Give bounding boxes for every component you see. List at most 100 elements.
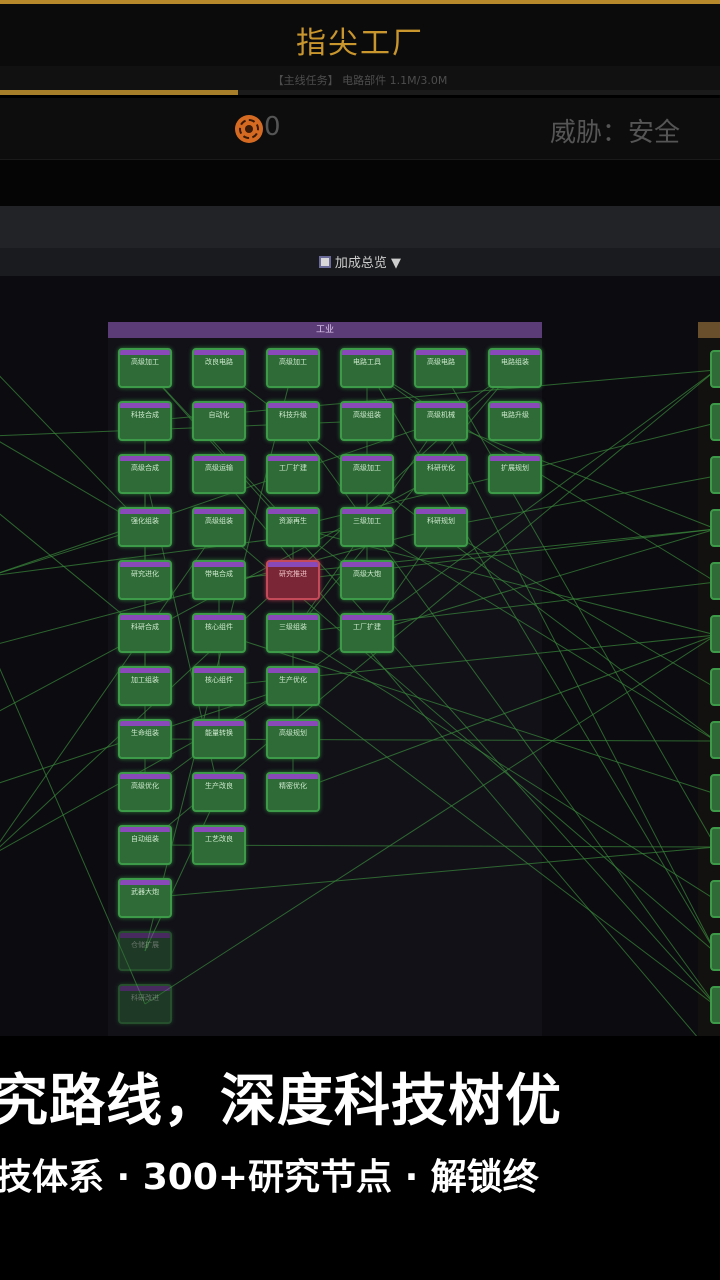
tech-node-label: 强化组装 [131, 517, 159, 525]
tech-node[interactable]: 电路升级 [488, 401, 542, 441]
tech-node-label: 工厂扩建 [279, 464, 307, 472]
tech-node[interactable]: 加工组装 [118, 666, 172, 706]
tech-node-cap [194, 350, 244, 355]
tech-node[interactable]: 高级电路 [414, 348, 468, 388]
tech-node-label: 生产改良 [205, 782, 233, 790]
tech-node[interactable]: 高级加工 [340, 454, 394, 494]
tech-node[interactable]: 科研合成 [118, 613, 172, 653]
tech-node[interactable]: 科研改进 [118, 984, 172, 1024]
tech-node-label: 生产优化 [279, 676, 307, 684]
tech-connector [292, 634, 717, 793]
tech-node-offscreen[interactable] [710, 509, 720, 547]
tech-node-offscreen[interactable] [710, 350, 720, 388]
tech-node-label: 高级加工 [353, 464, 381, 472]
tech-node[interactable]: 生命组装 [118, 719, 172, 759]
tech-node[interactable]: 能量转换 [192, 719, 246, 759]
tech-node-offscreen[interactable] [710, 403, 720, 441]
tech-node[interactable]: 电路工具 [340, 348, 394, 388]
tech-node[interactable]: 高级加工 [118, 348, 172, 388]
tech-node[interactable]: 工厂扩建 [266, 454, 320, 494]
tech-node[interactable]: 扩展规划 [488, 454, 542, 494]
tech-node[interactable]: 高级加工 [266, 348, 320, 388]
tech-node-offscreen[interactable] [710, 721, 720, 759]
tech-node-offscreen[interactable] [710, 774, 720, 812]
tech-connector [0, 420, 442, 574]
tech-node-cap [120, 403, 170, 408]
tech-node[interactable]: 电路组装 [488, 348, 542, 388]
tech-node-label: 扩展规划 [501, 464, 529, 472]
tech-node-cap [120, 986, 170, 991]
tech-node[interactable]: 科研规划 [414, 507, 468, 547]
tech-node[interactable]: 精密优化 [266, 772, 320, 812]
game-title: 指尖工厂 [296, 26, 424, 61]
tech-node-offscreen[interactable] [710, 986, 720, 1024]
tech-node[interactable]: 仓储扩展 [118, 931, 172, 971]
tech-node-label: 仓储扩展 [131, 941, 159, 949]
tech-node[interactable]: 高级组装 [192, 507, 246, 547]
tech-node[interactable]: 自动组装 [118, 825, 172, 865]
tech-node[interactable]: 科技升级 [266, 401, 320, 441]
tech-node[interactable]: 强化组装 [118, 507, 172, 547]
tech-node-label: 研究进化 [131, 570, 159, 578]
bonus-overview-dropdown[interactable]: 加成总览 ▼ [0, 252, 720, 271]
tech-node-offscreen[interactable] [710, 880, 720, 918]
tech-node[interactable]: 三级加工 [340, 507, 394, 547]
tech-connector [144, 846, 717, 899]
tech-node-label: 研究推进 [279, 570, 307, 578]
tech-node-offscreen[interactable] [710, 456, 720, 494]
tech-node[interactable]: 高级合成 [118, 454, 172, 494]
tech-connector [440, 420, 717, 530]
tech-connectors [0, 367, 717, 1036]
tech-node-cap [342, 562, 392, 567]
tech-node-label: 科研优化 [427, 464, 455, 472]
tech-node-cap [416, 403, 466, 408]
tech-node-cap [120, 880, 170, 885]
tech-node[interactable]: 核心组件 [192, 666, 246, 706]
tech-node-label: 电路工具 [353, 358, 381, 366]
tech-node[interactable]: 研究推进 [266, 560, 320, 600]
tech-node[interactable]: 资源再生 [266, 507, 320, 547]
tech-connector [292, 632, 717, 901]
tech-node[interactable]: 科技合成 [118, 401, 172, 441]
tech-node-offscreen[interactable] [710, 827, 720, 865]
tech-node-offscreen[interactable] [710, 933, 720, 971]
tech-node[interactable]: 带电合成 [192, 560, 246, 600]
main-quest-bar[interactable]: 【主线任务】 电路部件 1.1M/3.0M [0, 66, 720, 92]
tech-node-offscreen[interactable] [710, 615, 720, 653]
tech-node[interactable]: 高级规划 [266, 719, 320, 759]
tech-node-cap [342, 350, 392, 355]
tech-node-cap [194, 721, 244, 726]
tech-node-label: 高级机械 [427, 411, 455, 419]
tech-node[interactable]: 生产优化 [266, 666, 320, 706]
research-toolbar [0, 206, 720, 248]
tech-node[interactable]: 高级优化 [118, 772, 172, 812]
tech-node[interactable]: 工艺改良 [192, 825, 246, 865]
tech-node-cap [120, 509, 170, 514]
tech-node[interactable]: 核心组件 [192, 613, 246, 653]
tech-node[interactable]: 改良电路 [192, 348, 246, 388]
tech-node-label: 科研合成 [131, 623, 159, 631]
tech-node-cap [120, 933, 170, 938]
tech-node[interactable]: 高级运输 [192, 454, 246, 494]
tech-node-offscreen[interactable] [710, 668, 720, 706]
tech-node[interactable]: 高级大炮 [340, 560, 394, 600]
tech-tree-canvas[interactable]: 工业 高级加工改良电路高级加工电路工具高级电路电路组装科技合成自动化科技升级高级… [0, 276, 720, 1036]
tech-node[interactable]: 工厂扩建 [340, 613, 394, 653]
tech-node[interactable]: 高级机械 [414, 401, 468, 441]
tech-node[interactable]: 高级组装 [340, 401, 394, 441]
tech-node[interactable]: 武器大炮 [118, 878, 172, 918]
tech-node-label: 高级规划 [279, 729, 307, 737]
tech-node-cap [342, 509, 392, 514]
tech-node-cap [416, 350, 466, 355]
tech-node[interactable]: 三级组装 [266, 613, 320, 653]
tech-node[interactable]: 研究进化 [118, 560, 172, 600]
tech-node[interactable]: 生产改良 [192, 772, 246, 812]
tech-node-offscreen[interactable] [710, 562, 720, 600]
main-quest-text: 【主线任务】 电路部件 1.1M/3.0M [272, 74, 448, 87]
title-bar: 指尖工厂 [0, 4, 720, 66]
tech-node[interactable]: 自动化 [192, 401, 246, 441]
tech-node-label: 精密优化 [279, 782, 307, 790]
tech-node-cap [194, 774, 244, 779]
tech-node[interactable]: 科研优化 [414, 454, 468, 494]
quest-progress-track [0, 90, 720, 95]
